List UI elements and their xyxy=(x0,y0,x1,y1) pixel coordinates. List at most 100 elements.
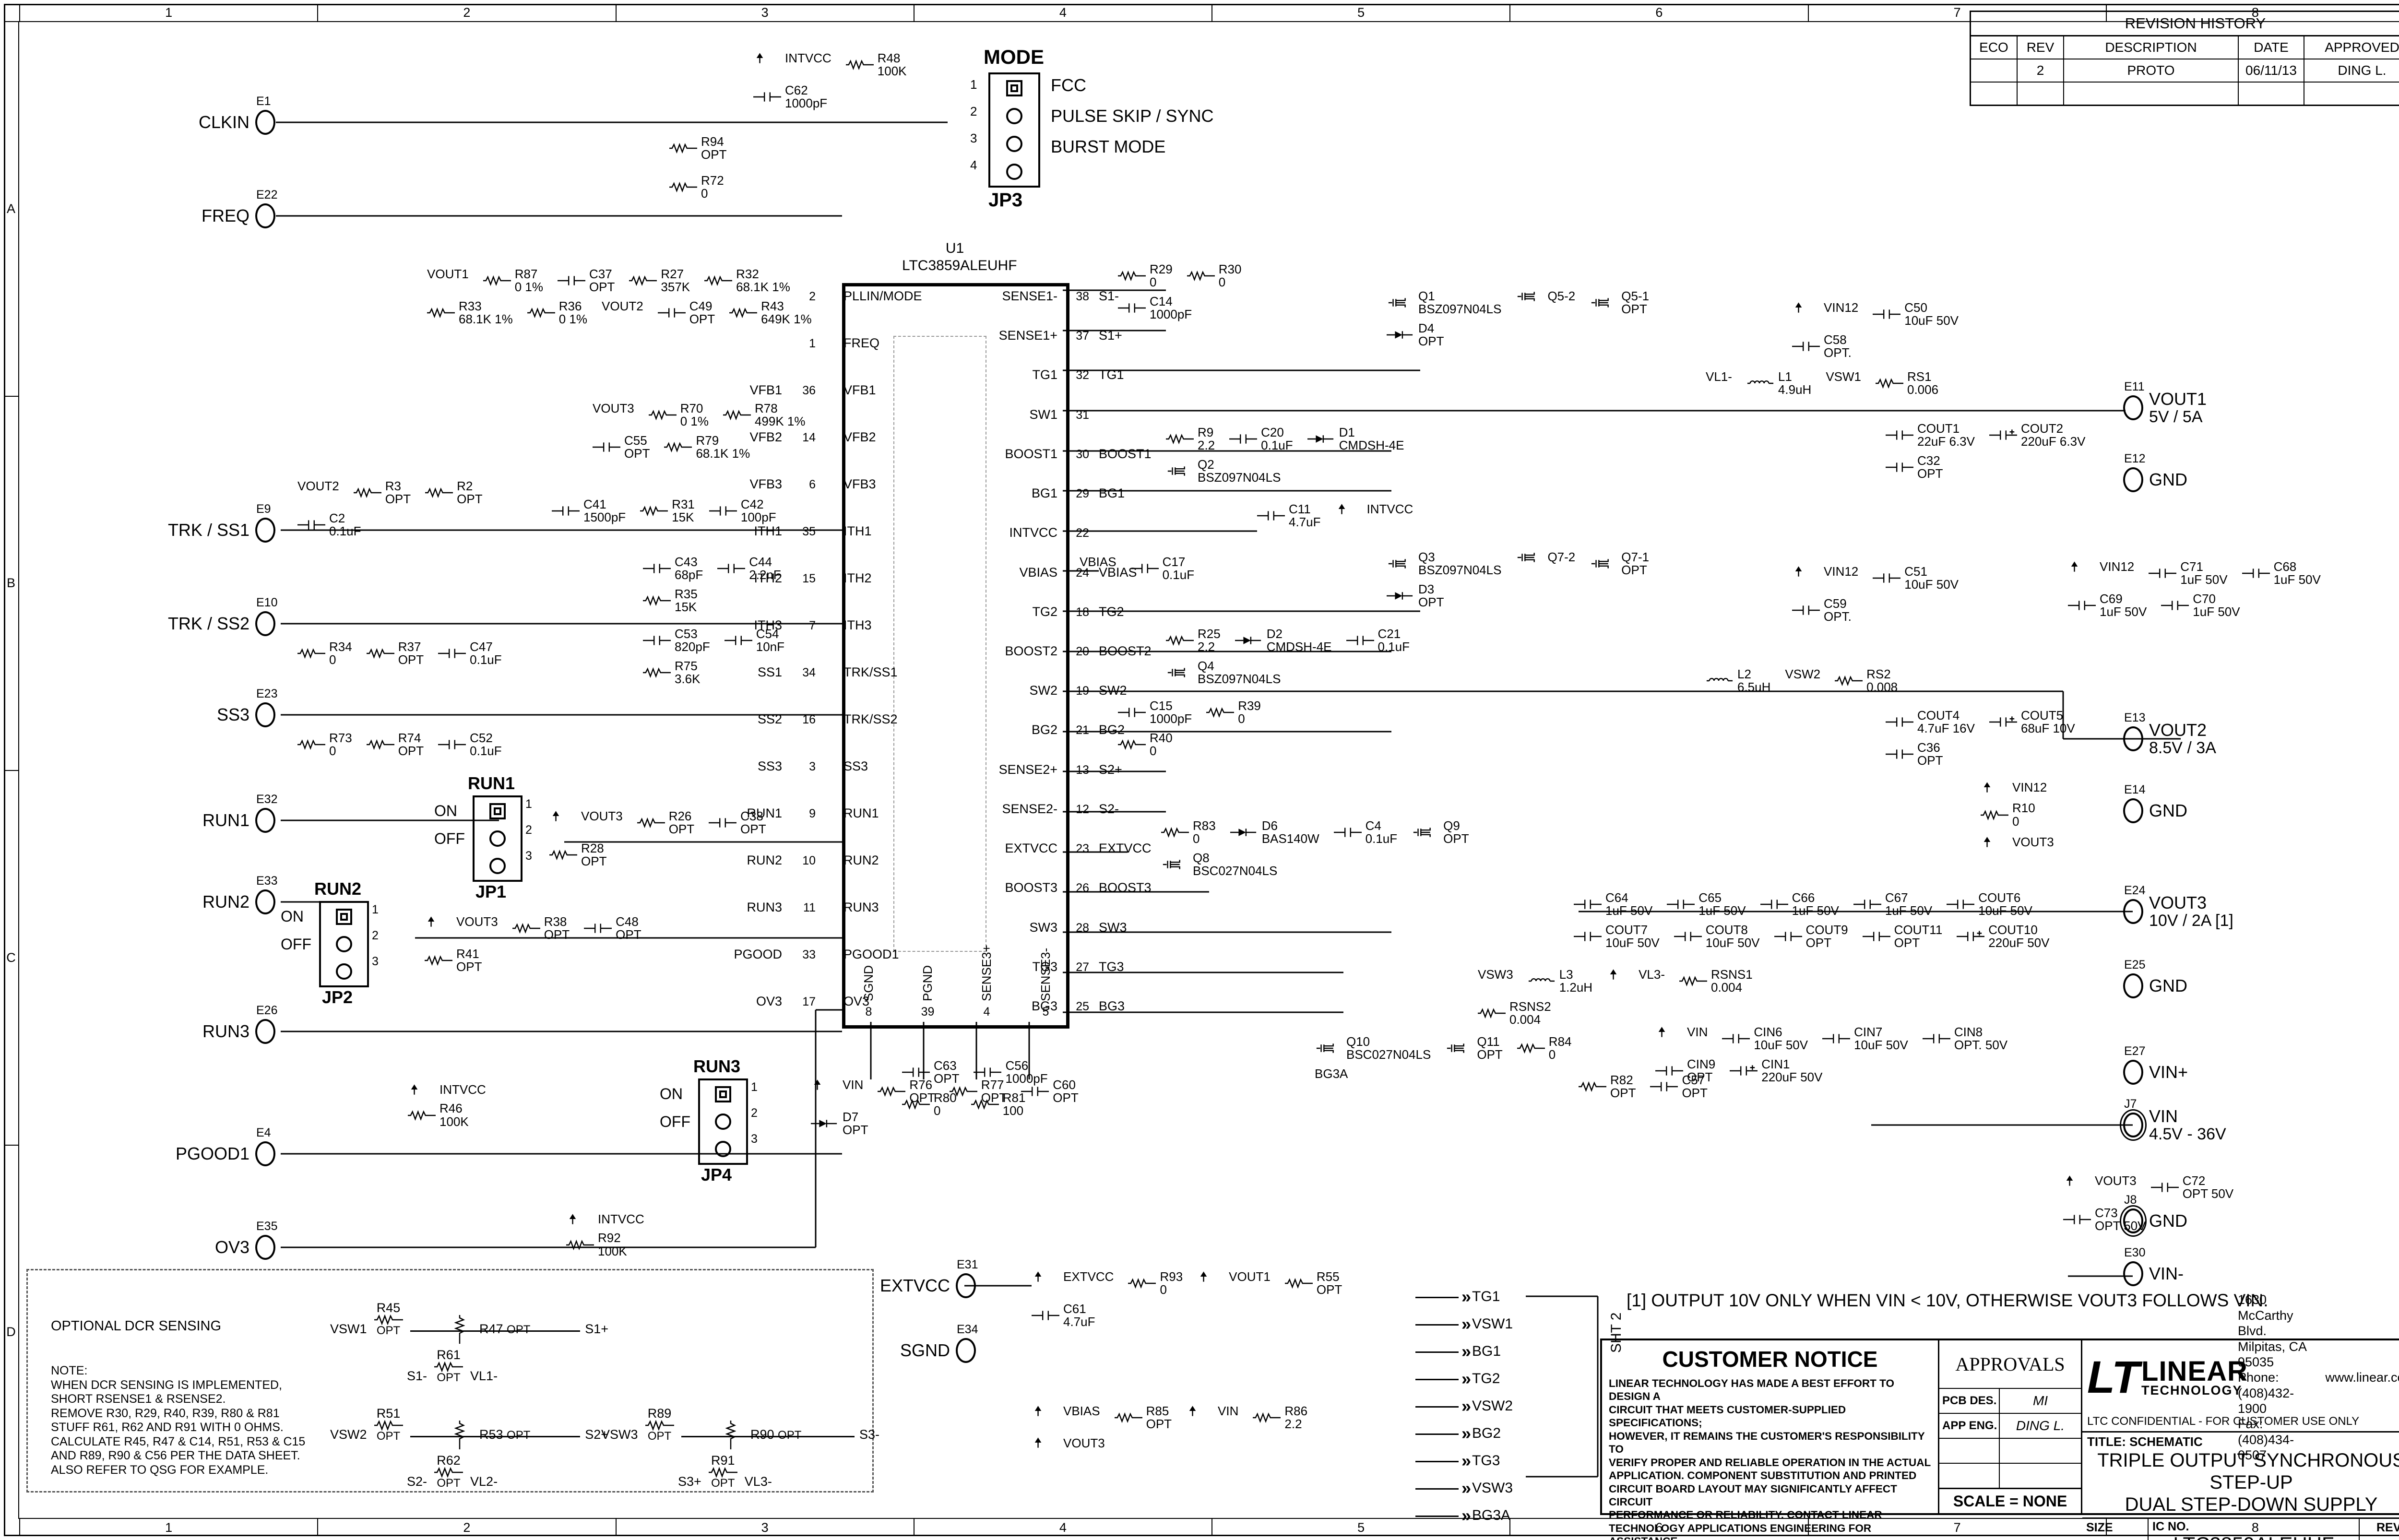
component-value: 0 xyxy=(2012,814,2019,829)
component: R76 OPT xyxy=(878,1078,935,1105)
test-point: E25 GND xyxy=(2123,958,2187,998)
component-value: OPT xyxy=(1418,333,1444,348)
port-label: GND xyxy=(2149,1211,2187,1231)
component: VIN12 xyxy=(1792,301,1858,314)
grid-row-label: D xyxy=(4,1144,18,1519)
ic-left-pins: 2 PLLIN/MODE 1 FREQ VFB1 36 VFB1 VFB2 14… xyxy=(710,289,1008,1008)
pin-name: BOOST1 xyxy=(1005,446,1057,461)
component-symbol-icon xyxy=(428,916,435,927)
component-region: COUT4 4.7uF 16V xyxy=(1886,709,2126,767)
pin-name: SW2 xyxy=(1029,683,1057,698)
component-value: 100K xyxy=(598,1244,627,1258)
pin-net: RUN1 xyxy=(747,806,782,820)
component: VSW3 xyxy=(1478,968,1513,981)
component: C50 10uF 50V xyxy=(1873,301,1959,328)
component: RSNS1 0.004 xyxy=(1679,968,1753,995)
component-ref: C67 xyxy=(1885,890,1908,905)
component: D7 OPT xyxy=(811,1110,868,1137)
component: R84 0 xyxy=(1517,1035,1572,1062)
port-ref: E33 xyxy=(256,874,278,888)
component-value: 220uF 6.3V xyxy=(2020,434,2086,449)
component: COUT2 220uF 6.3V xyxy=(1989,422,2085,449)
wire-stub xyxy=(1415,1377,1459,1380)
component-value: OPT xyxy=(1917,753,1943,768)
component: C54 10nF xyxy=(724,627,784,654)
customer-notice-line: VERIFY PROPER AND RELIABLE OPERATION IN … xyxy=(1609,1456,1931,1469)
component-ref: C62 xyxy=(785,83,808,97)
component: C63 OPT xyxy=(902,1059,959,1086)
component-ref: VL3- xyxy=(1639,967,1665,982)
component: VSW2 xyxy=(1785,667,1820,681)
pin-number: 39 xyxy=(921,1005,935,1019)
component-ref: BG3A xyxy=(1315,1066,1348,1081)
component: C68 1uF 50V xyxy=(2242,560,2321,587)
component-ref: C48 xyxy=(616,914,639,929)
jumper-pin-number: 2 xyxy=(372,929,379,942)
component-ref: VIN12 xyxy=(1824,564,1859,579)
resistor-ref: R90 xyxy=(750,1427,774,1442)
component: D6 BAS140W xyxy=(1230,819,1319,846)
component: C64 1uF 50V xyxy=(1574,891,1652,918)
jumper-pin-icon xyxy=(489,858,506,875)
component-ref: C2 xyxy=(329,510,345,525)
approvals-title: APPROVALS xyxy=(1939,1340,2081,1389)
port-ref: E12 xyxy=(2124,452,2146,465)
jumper-title: RUN1 xyxy=(468,773,515,793)
component-ref: R32 xyxy=(736,267,759,281)
component-value: 357K xyxy=(661,280,690,295)
port-ref: E13 xyxy=(2124,711,2146,724)
component-ref: C54 xyxy=(756,627,779,641)
ic-bottom-pins: SGND 8 PGND 39 SENSE3+ 4 SENSE3- 5 xyxy=(861,938,1053,1027)
component-value: 1uF 50V xyxy=(1885,903,1933,918)
ic-pin: VBIAS 24 VBIAS xyxy=(956,565,1263,580)
offpage-net-label: TG3 xyxy=(1472,1453,1500,1469)
pin-number: 23 xyxy=(1076,842,1089,856)
pin-number: 1 xyxy=(809,337,816,350)
component-symbol-icon xyxy=(1307,435,1333,443)
revision-rows: 2 PROTO 06/11/13 DING L. xyxy=(1971,59,2399,105)
dcr-note: NOTE:WHEN DCR SENSING IS IMPLEMENTED,SHO… xyxy=(51,1364,305,1477)
component-value: OPT 50V xyxy=(2182,1186,2234,1201)
pin-net: SW2 xyxy=(1099,683,1127,698)
port-label: RUN3 xyxy=(202,1021,249,1041)
component-symbol-icon xyxy=(1591,559,1609,569)
pin-name: VFB1 xyxy=(843,383,876,397)
component: C15 1000pF xyxy=(1118,699,1192,726)
component: INTVCC xyxy=(566,1212,644,1226)
ic-pin: SS1 34 TRK/SS1 xyxy=(710,665,1008,679)
component-value: 1uF 50V xyxy=(1698,903,1746,918)
component-ref: INTVCC xyxy=(785,51,831,65)
component: VIN12 xyxy=(1981,781,2047,794)
component-ref: R28 xyxy=(581,841,604,855)
pin-name: SENSE1+ xyxy=(998,328,1057,343)
component-symbol-icon xyxy=(1128,1278,1156,1289)
component-value: 2.2 xyxy=(1198,438,1215,453)
offpage-net-label: TG2 xyxy=(1472,1371,1500,1386)
port-rating: 4.5V - 36V xyxy=(2149,1125,2226,1144)
size-label: SIZE xyxy=(2086,1521,2113,1534)
resistor-ref: R51 xyxy=(376,1406,401,1421)
component-symbol-icon xyxy=(557,276,585,285)
component-ref: VIN12 xyxy=(2012,780,2047,794)
component: C44 2.2nF xyxy=(717,555,781,582)
offpage-connector: » BG2 xyxy=(1415,1423,1617,1444)
resistor-value: OPT xyxy=(437,1371,461,1384)
component-symbol-icon xyxy=(1166,434,1194,445)
pin-number: 16 xyxy=(802,713,816,726)
component-ref: R36 xyxy=(558,298,582,313)
component-symbol-icon xyxy=(1658,1027,1665,1037)
component-ref: C4 xyxy=(1365,818,1381,833)
component-ref: Q8 xyxy=(1193,850,1210,865)
turret-icon xyxy=(255,702,275,727)
jumper-title: RUN2 xyxy=(314,879,362,899)
component: VL3- xyxy=(1607,968,1665,981)
component-ref: D3 xyxy=(1418,581,1435,596)
component: C36 OPT xyxy=(1886,741,1943,768)
company-name2: TECHNOLOGY xyxy=(2141,1383,2243,1398)
mode-option: BURST MODE xyxy=(1051,137,1166,156)
pin-name: SGND xyxy=(861,965,876,1001)
component: VIN12 xyxy=(2068,560,2134,573)
component-value: 649K 1% xyxy=(761,311,812,326)
jumper-pin-number: 1 xyxy=(751,1080,758,1094)
